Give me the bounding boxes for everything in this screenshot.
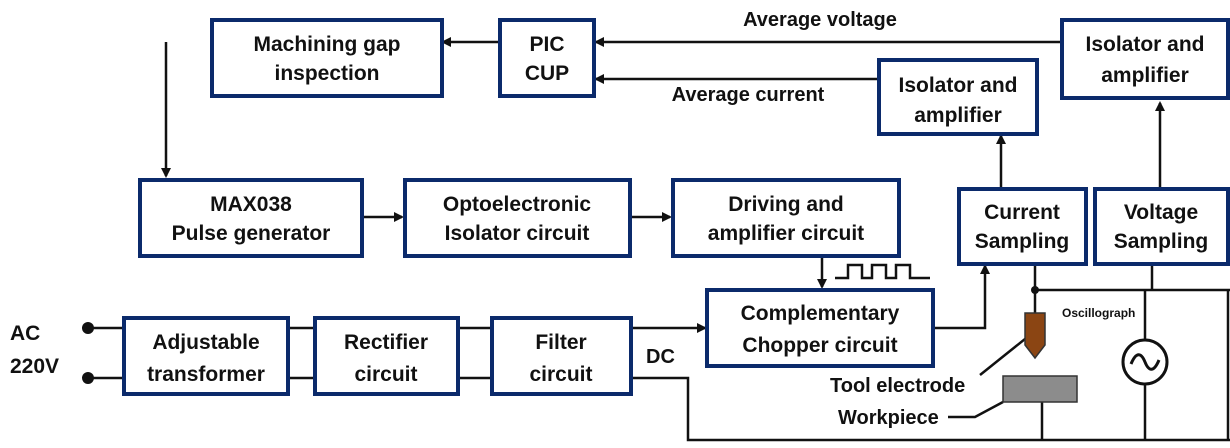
svg-text:Chopper circuit: Chopper circuit bbox=[742, 334, 897, 357]
oscillograph-label: Oscillograph bbox=[1062, 306, 1135, 320]
dc-label: DC bbox=[646, 346, 675, 368]
svg-text:CUP: CUP bbox=[525, 62, 569, 85]
svg-text:Sampling: Sampling bbox=[1114, 230, 1209, 253]
svg-text:Isolator and: Isolator and bbox=[1085, 33, 1204, 56]
svg-text:Current: Current bbox=[984, 201, 1060, 224]
current-sampling-block: Current Sampling bbox=[957, 187, 1088, 266]
tool-electrode-icon bbox=[1024, 312, 1046, 360]
svg-text:Complementary: Complementary bbox=[741, 302, 900, 325]
rectifier-circuit-block: Rectifier circuit bbox=[313, 316, 460, 396]
isolator-amplifier-top-block: Isolator and amplifier bbox=[1060, 18, 1230, 100]
workpiece-label: Workpiece bbox=[838, 407, 939, 429]
average-voltage-label: Average voltage bbox=[743, 9, 897, 31]
ac-label: AC bbox=[10, 322, 40, 345]
svg-text:Sampling: Sampling bbox=[975, 230, 1070, 253]
svg-text:circuit: circuit bbox=[529, 363, 592, 386]
svg-text:Voltage: Voltage bbox=[1124, 201, 1198, 224]
svg-text:PIC: PIC bbox=[529, 33, 564, 56]
ac-voltage-label: 220V bbox=[10, 355, 59, 378]
sense-node-dot bbox=[1031, 286, 1039, 294]
isolator-amplifier-mid-block: Isolator and amplifier bbox=[877, 58, 1039, 136]
optoelectronic-isolator-block: Optoelectronic Isolator circuit bbox=[403, 178, 632, 258]
svg-text:transformer: transformer bbox=[147, 363, 265, 386]
svg-text:inspection: inspection bbox=[274, 62, 379, 85]
complementary-chopper-block: Complementary Chopper circuit bbox=[705, 288, 935, 368]
pulse-waveform-icon bbox=[835, 263, 930, 280]
filter-circuit-block: Filter circuit bbox=[490, 316, 633, 396]
max038-pulse-generator-block: MAX038 Pulse generator bbox=[138, 178, 364, 258]
svg-text:Machining gap: Machining gap bbox=[254, 33, 401, 56]
svg-text:Pulse generator: Pulse generator bbox=[172, 222, 331, 245]
svg-text:Adjustable: Adjustable bbox=[152, 331, 259, 354]
machining-gap-inspection-block: Machining gap inspection bbox=[210, 18, 444, 98]
svg-text:Optoelectronic: Optoelectronic bbox=[443, 193, 592, 216]
svg-text:Driving and: Driving and bbox=[728, 193, 844, 216]
driving-amplifier-block: Driving and amplifier circuit bbox=[671, 178, 901, 258]
pic-cup-block: PIC CUP bbox=[498, 18, 596, 98]
dc-return-wire bbox=[633, 376, 1230, 442]
tool-electrode-label: Tool electrode bbox=[830, 375, 965, 397]
svg-text:Isolator circuit: Isolator circuit bbox=[445, 222, 590, 245]
workpiece-icon bbox=[1002, 375, 1078, 403]
ac-terminal-top-icon bbox=[82, 322, 94, 334]
tool-electrode-leader bbox=[979, 334, 1031, 376]
svg-text:Filter: Filter bbox=[535, 331, 586, 354]
oscillograph-icon bbox=[1121, 338, 1169, 386]
svg-text:amplifier circuit: amplifier circuit bbox=[708, 222, 864, 245]
svg-text:MAX038: MAX038 bbox=[210, 193, 292, 216]
average-current-label: Average current bbox=[672, 84, 825, 106]
adjustable-transformer-block: Adjustable transformer bbox=[122, 316, 290, 396]
voltage-sampling-block: Voltage Sampling bbox=[1093, 187, 1230, 266]
workpiece-leader bbox=[948, 400, 1004, 419]
svg-text:Rectifier: Rectifier bbox=[344, 331, 428, 354]
svg-text:Isolator and: Isolator and bbox=[898, 74, 1017, 97]
chopper-to-current-line bbox=[935, 264, 990, 330]
svg-text:amplifier: amplifier bbox=[914, 104, 1002, 127]
svg-text:circuit: circuit bbox=[354, 363, 417, 386]
svg-text:amplifier: amplifier bbox=[1101, 64, 1189, 87]
ac-terminal-bottom-icon bbox=[82, 372, 94, 384]
